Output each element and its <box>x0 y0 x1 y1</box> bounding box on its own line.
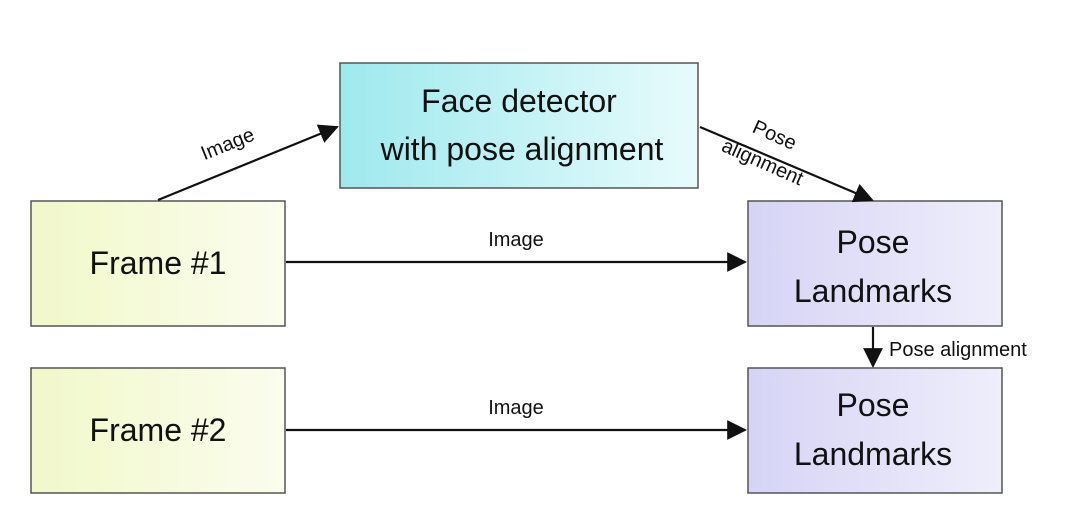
frame1-node: Frame #1 <box>30 200 286 327</box>
frame2-box <box>30 367 286 494</box>
edge-frame1-to-detector: Image <box>157 124 339 202</box>
edge-label-image-3: Image <box>488 397 544 419</box>
pose-landmarks-2-label-line1: Pose <box>837 387 910 423</box>
face-detector-node: Face detector with pose alignment <box>339 62 699 189</box>
frame2-node: Frame #2 <box>30 367 286 494</box>
pose-landmarks-2-node: Pose Landmarks <box>747 367 1003 494</box>
pose-landmarks-1-node: Pose Landmarks <box>747 200 1003 327</box>
pose-landmarks-1-label-line2: Landmarks <box>794 273 952 309</box>
face-detector-label-line2: with pose alignment <box>380 131 664 167</box>
arrow-detector-to-landmarks <box>699 125 874 203</box>
face-detector-box <box>339 62 699 189</box>
pose-landmarks-1-label-line1: Pose <box>837 224 910 260</box>
edge-label-image-2: Image <box>488 229 544 251</box>
edge-landmarks1-to-landmarks2: Pose alignment <box>863 327 1027 368</box>
pose-landmarks-2-label-line2: Landmarks <box>794 436 952 472</box>
edge-detector-to-landmarks: Pose alignment <box>699 116 874 203</box>
frame1-label: Frame #1 <box>90 245 227 281</box>
edge-label-pose-alignment: Pose alignment <box>889 339 1027 361</box>
edge-frame2-to-landmarks: Image <box>286 397 747 440</box>
arrow-frame1-to-detector <box>157 124 339 202</box>
pose-landmarks-2-box <box>747 367 1003 494</box>
face-detector-label-line1: Face detector <box>421 83 617 119</box>
frame2-label: Frame #2 <box>90 412 227 448</box>
frame1-box <box>30 200 286 327</box>
pose-landmarks-1-box <box>747 200 1003 327</box>
edge-frame1-to-landmarks: Image <box>286 229 747 272</box>
edge-label-image-1: Image <box>198 124 258 165</box>
